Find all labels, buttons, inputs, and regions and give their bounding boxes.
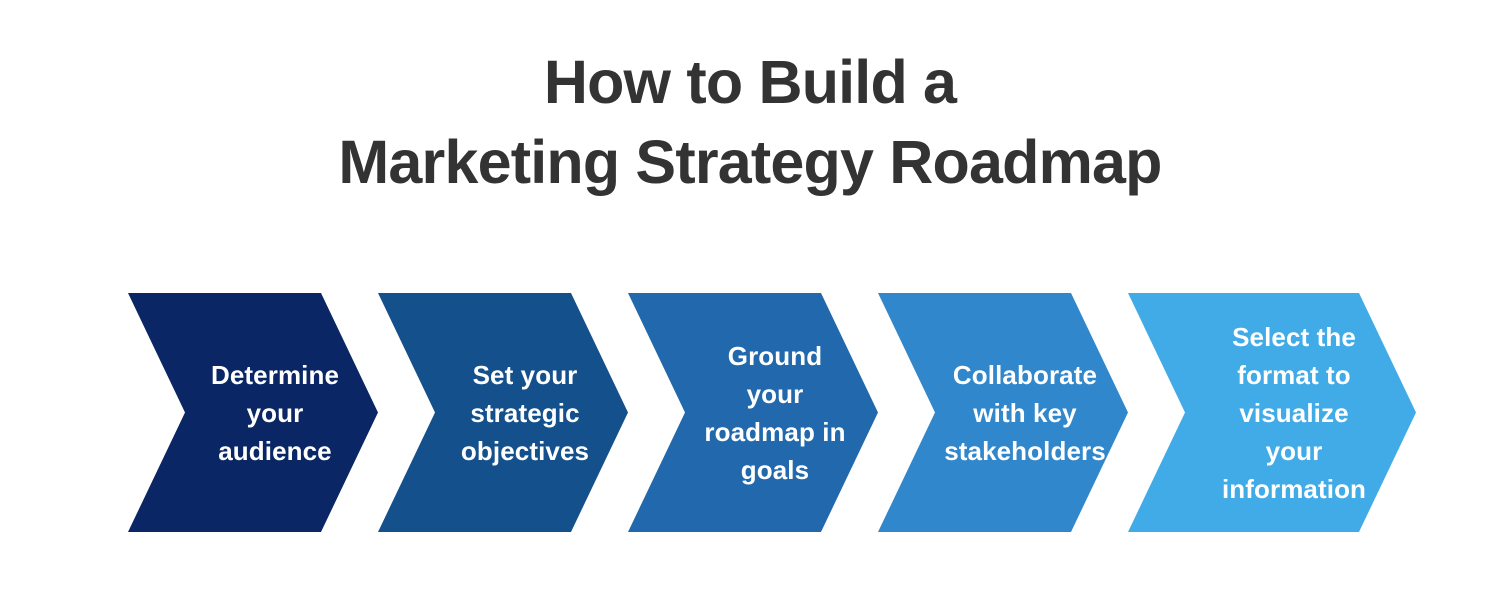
title-line-2: Marketing Strategy Roadmap xyxy=(338,128,1162,196)
chevron-step-5[interactable]: Select the format to visualize your info… xyxy=(1128,293,1416,532)
chevron-step-4-line-2: with key xyxy=(973,397,1077,428)
chevron-step-5-label: Select the format to visualize your info… xyxy=(1128,318,1416,508)
title-line-1: How to Build a xyxy=(543,48,957,116)
chevron-step-3-line-4: goals xyxy=(740,454,810,485)
chevron-step-4-label: Collaborate with key stakeholders xyxy=(878,356,1128,470)
chevron-step-1-line-3: audience xyxy=(218,435,332,466)
page-title: How to Build a Marketing Strategy Roadma… xyxy=(0,42,1500,202)
chevron-step-3-line-3: roadmap in xyxy=(704,416,846,447)
chevron-step-2-line-3: objectives xyxy=(460,435,590,466)
chevron-step-1-line-2: your xyxy=(246,397,304,428)
chevron-step-5-line-4: your xyxy=(1265,435,1323,466)
chevron-step-3-line-2: your xyxy=(746,378,804,409)
chevron-step-2[interactable]: Set your strategic objectives xyxy=(378,293,628,532)
chevron-step-2-label: Set your strategic objectives xyxy=(378,356,628,470)
chevron-step-2-line-2: strategic xyxy=(470,397,580,428)
chevron-step-4[interactable]: Collaborate with key stakeholders xyxy=(878,293,1128,532)
chevron-step-2-line-1: Set your xyxy=(472,359,578,390)
chevron-step-3[interactable]: Ground your roadmap in goals xyxy=(628,293,878,532)
chevron-process-flow: Determine your audience Set your strateg… xyxy=(128,293,1416,532)
chevron-step-1-line-1: Determine xyxy=(210,359,340,390)
chevron-step-3-label: Ground your roadmap in goals xyxy=(628,337,878,489)
chevron-step-4-line-3: stakeholders xyxy=(944,435,1106,466)
chevron-step-1[interactable]: Determine your audience xyxy=(128,293,378,532)
chevron-step-5-line-3: visualize xyxy=(1239,397,1349,428)
chevron-step-4-line-1: Collaborate xyxy=(952,359,1098,390)
chevron-step-5-line-2: format to xyxy=(1237,359,1351,390)
chevron-step-5-line-1: Select the xyxy=(1232,321,1356,352)
chevron-step-1-label: Determine your audience xyxy=(128,356,378,470)
chevron-step-5-line-5: information xyxy=(1221,473,1367,504)
chevron-step-3-line-1: Ground xyxy=(727,340,823,371)
